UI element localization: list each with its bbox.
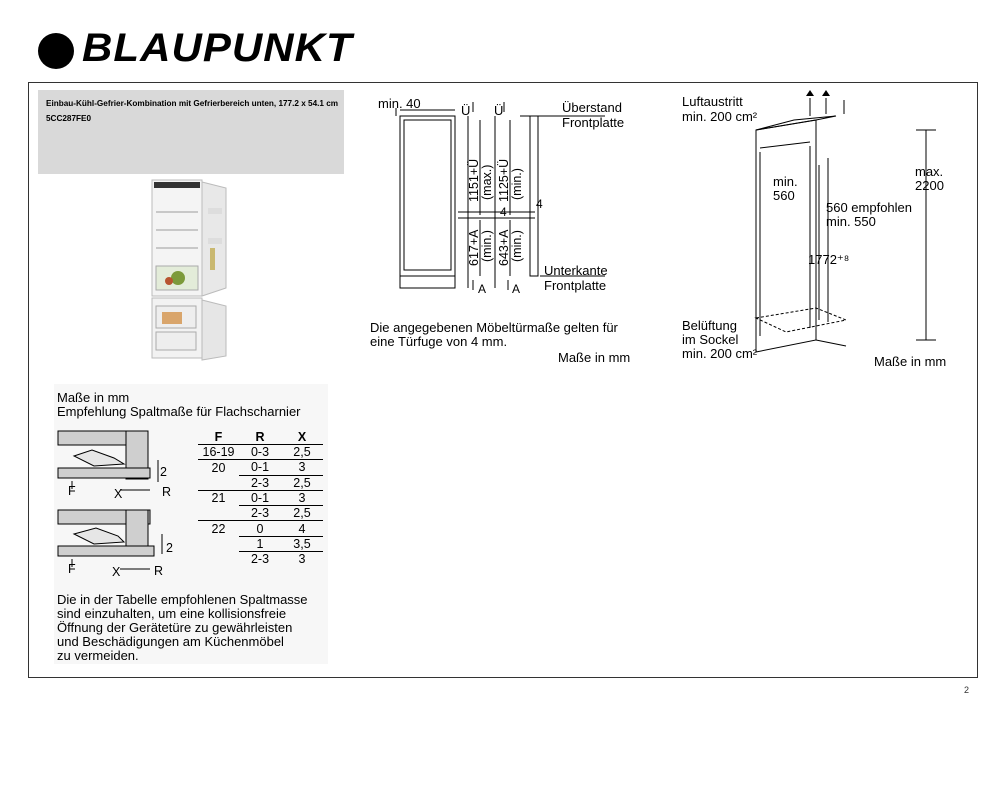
a-label-2: A (512, 282, 520, 296)
belueftung-label: Belüftung (682, 318, 737, 333)
product-title: Einbau-Kühl-Gefrier-Kombination mit Gefr… (46, 99, 339, 108)
cell-r: 0-1 (239, 489, 281, 506)
cell-r: 0-1 (239, 459, 281, 476)
dim-643: 643+A (497, 229, 511, 266)
table-row: 1 3,5 (198, 535, 323, 552)
u-label-1: Ü (461, 103, 470, 118)
hinge-top-f: F (68, 484, 76, 498)
u-label-2: Ü (494, 103, 503, 118)
hinge-bottom-r: R (154, 564, 163, 578)
cell-x: 3 (281, 459, 323, 476)
height-label: 1772⁺⁸ (808, 252, 849, 267)
cell-r: 2-3 (239, 505, 281, 521)
belueftung-area: min. 200 cm² (682, 346, 758, 361)
dim-1151: 1151+Ü (467, 159, 481, 202)
gap-note-line1: Die in der Tabelle empfohlenen Spaltmass… (57, 592, 308, 607)
front-dimension-diagram: min. 40 Ü Ü Überstand Frontplatte 1151+Ü… (370, 96, 630, 365)
hinge-top-x: X (114, 487, 123, 501)
cell-r: 0 (239, 520, 281, 537)
gap-4-a: 4 (500, 205, 507, 219)
cell-f (198, 552, 239, 567)
cell-f: 16-19 (202, 445, 235, 460)
dim-617: 617+A (467, 229, 481, 266)
page-number: 2 (964, 685, 970, 695)
cell-r: 0-3 (250, 445, 270, 460)
unterkante-label: Unterkante (544, 263, 608, 278)
logo-dot-icon (38, 33, 74, 69)
front-note-line1: Die angegebenen Möbeltürmaße gelten für (370, 320, 619, 335)
table-row: 2-3 2,5 (198, 474, 323, 491)
min560-label: min. (773, 174, 798, 189)
cell-f (198, 536, 239, 551)
table-row: 22 0 4 (198, 520, 323, 537)
cell-r: 1 (239, 535, 281, 552)
gap-table-header: F R X (198, 430, 323, 445)
dim-min-right: (min.) (510, 230, 524, 262)
col-f-header: F (198, 430, 239, 445)
hinge-bottom-x: X (112, 565, 121, 579)
cell-x: 2,5 (281, 474, 323, 491)
front-unit: Maße in mm (558, 350, 630, 365)
table-row: 21 0-1 3 (198, 489, 323, 506)
gap-note-line4: und Beschädigungen am Küchenmöbel (57, 634, 284, 649)
niche-unit: Maße in mm (874, 354, 946, 369)
empf560-label: 560 empfohlen (826, 200, 912, 215)
table-row: 20 0-1 3 (198, 459, 323, 476)
cell-f: 22 (198, 520, 239, 537)
cell-x: 3 (281, 489, 323, 506)
hinge-top-2: 2 (160, 465, 167, 479)
niche-dimension-diagram: Luftaustritt min. 200 cm² max. 2200 min.… (682, 90, 946, 369)
gap-4-b: 4 (536, 197, 543, 211)
hinge-bottom-f: F (68, 562, 76, 576)
hinge-bottom-2: 2 (166, 541, 173, 555)
min560-value: 560 (773, 188, 795, 203)
cell-f (198, 475, 239, 490)
gap-unit: Maße in mm (57, 390, 130, 405)
empf560-min: min. 550 (826, 214, 876, 229)
col-r-header: R (239, 430, 281, 445)
cell-f: 20 (198, 459, 239, 476)
cell-r: 2-3 (239, 474, 281, 491)
gap-title: Empfehlung Spaltmaße für Flachscharnier (57, 404, 301, 419)
table-row: 2-3 2,5 (198, 505, 323, 521)
cell-r: 2-3 (239, 551, 281, 567)
table-row: 2-3 3 (198, 551, 323, 567)
frontplatte-label-top: Frontplatte (562, 115, 624, 130)
cell-x: 3,5 (281, 535, 323, 552)
gap-table: F R X 16-19 0-3 2,5 20 0-1 3 2-3 2,5 21 … (198, 430, 323, 567)
dim-max: (max.) (480, 165, 494, 200)
cell-x: 2,5 (293, 445, 311, 460)
cell-f: 21 (198, 489, 239, 506)
luftaustritt-label: Luftaustritt (682, 94, 743, 109)
a-label-1: A (478, 282, 486, 296)
hinge-top-r: R (162, 485, 171, 499)
luftaustritt-area: min. 200 cm² (682, 109, 758, 124)
gap-note-line5: zu vermeiden. (57, 648, 139, 663)
dim-1125: 1125+Ü (497, 159, 511, 202)
gap-note-line3: Öffnung der Gerätetüre zu gewährleisten (57, 620, 293, 635)
cell-x: 3 (281, 551, 323, 567)
ueberstand-label: Überstand (562, 100, 622, 115)
content-frame (28, 82, 978, 678)
sockel-label: im Sockel (682, 332, 738, 347)
brand-name: BLAUPUNKT (82, 26, 353, 70)
product-model: 5CC287FE0 (46, 114, 92, 123)
hinge-diagrams: 2 F X R 2 F X R (57, 430, 173, 579)
product-header: Einbau-Kühl-Gefrier-Kombination mit Gefr… (38, 90, 344, 174)
cell-x: 2,5 (281, 505, 323, 521)
max-label: max. (915, 164, 943, 179)
table-row: 16-19 0-3 2,5 (198, 445, 323, 460)
dim-min-left: (min.) (480, 230, 494, 262)
brand-logo: BLAUPUNKT (38, 26, 352, 75)
max-value: 2200 (915, 178, 944, 193)
cell-x: 4 (281, 520, 323, 537)
col-x-header: X (281, 430, 323, 445)
product-photo (151, 179, 227, 361)
cell-f (198, 506, 239, 521)
gap-note-line2: sind einzuhalten, um eine kollisionsfrei… (57, 606, 287, 621)
front-note-line2: eine Türfuge von 4 mm. (370, 334, 507, 349)
dim-min-top: (min.) (510, 168, 524, 200)
min40-label: min. 40 (378, 96, 421, 111)
frontplatte-label-bottom: Frontplatte (544, 278, 606, 293)
